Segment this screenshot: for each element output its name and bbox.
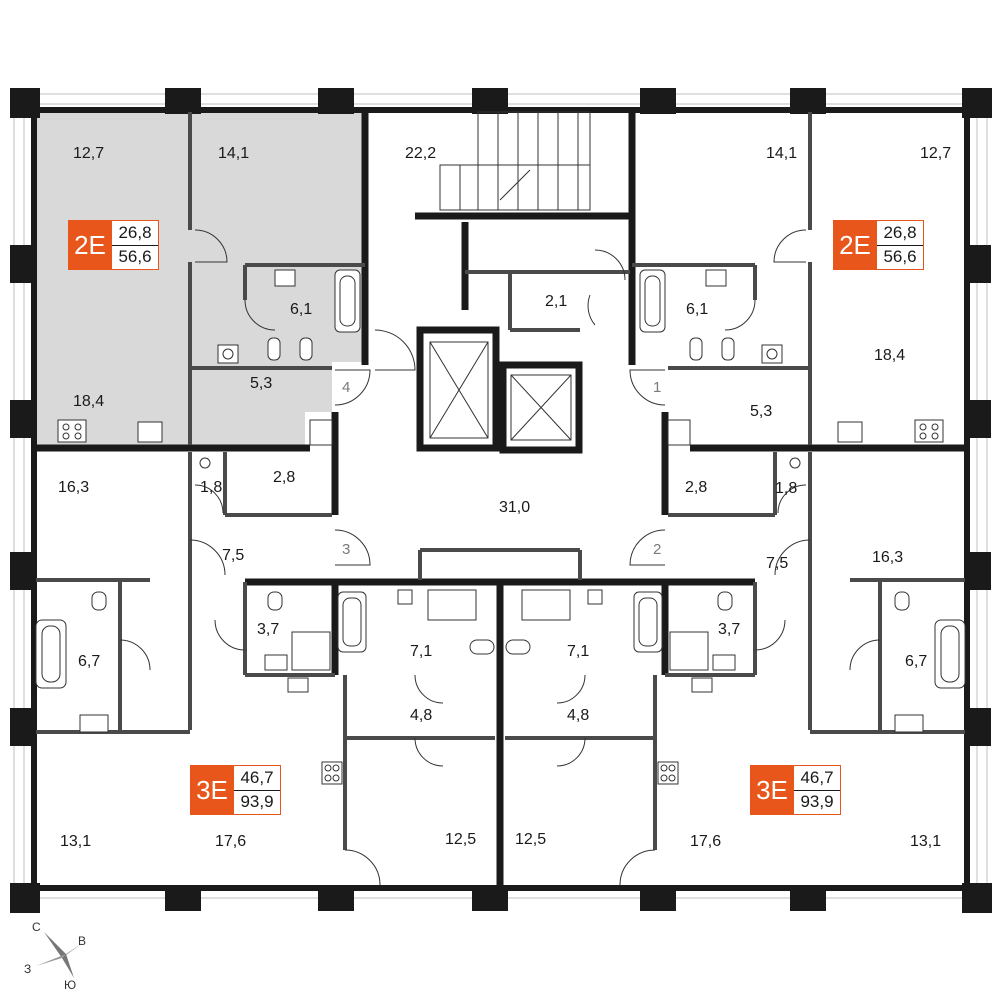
apartment-area-values: 46,7 93,9 (234, 765, 281, 815)
door-number: 4 (342, 379, 350, 396)
total-area: 56,6 (883, 247, 917, 267)
apartment-area-values: 26,8 56,6 (877, 220, 924, 270)
room-area-label: 13,1 (910, 833, 941, 850)
room-area-label: 17,6 (215, 833, 246, 850)
compass-north-label: С (32, 920, 41, 934)
room-area-label: 18,4 (73, 393, 104, 410)
apartment-type-code: 2E (833, 220, 877, 270)
room-area-label: 1,8 (200, 479, 222, 496)
room-area-label: 2,8 (273, 469, 295, 486)
fixtures (35, 269, 966, 785)
room-area-label: 12,5 (515, 831, 546, 848)
apartment-type-code: 3E (190, 765, 234, 815)
apartment-type-code: 3E (750, 765, 794, 815)
living-area: 26,8 (877, 221, 923, 246)
compass-south-label: Ю (64, 978, 77, 992)
room-area-label: 7,1 (410, 643, 432, 660)
room-area-label: 1,8 (775, 480, 797, 497)
room-area-label: 3,7 (257, 621, 279, 638)
room-area-label: 17,6 (690, 833, 721, 850)
columns (10, 88, 992, 913)
room-area-label: 7,5 (222, 547, 244, 564)
apartment-badge-right-2e[interactable]: 2E 26,8 56,6 (833, 220, 924, 270)
room-area-label: 12,7 (920, 145, 951, 162)
room-area-label: 12,5 (445, 831, 476, 848)
compass: С В З Ю (22, 918, 102, 996)
apartment-badge-left-3e[interactable]: 3E 46,7 93,9 (190, 765, 281, 815)
elevators (429, 341, 572, 441)
room-labels: 12,7 14,1 22,2 14,1 12,7 6,1 2,1 6,1 18,… (58, 145, 951, 850)
apartment-area-values: 26,8 56,6 (112, 220, 159, 270)
room-area-label: 13,1 (60, 833, 91, 850)
door-number: 1 (653, 379, 661, 396)
living-area: 26,8 (112, 221, 158, 246)
total-area: 93,9 (800, 792, 834, 812)
room-area-label: 5,3 (750, 403, 772, 420)
room-area-label: 18,4 (874, 347, 905, 364)
room-area-label: 12,7 (73, 145, 104, 162)
room-area-label: 16,3 (872, 549, 903, 566)
apartment-area-values: 46,7 93,9 (794, 765, 841, 815)
room-area-label: 6,1 (290, 301, 312, 318)
room-area-label: 2,8 (685, 479, 707, 496)
room-area-label: 7,5 (766, 555, 788, 572)
room-area-label: 4,8 (410, 707, 432, 724)
compass-west-label: З (24, 962, 32, 976)
highlighted-apartment-area (36, 112, 362, 445)
room-area-label: 16,3 (58, 479, 89, 496)
interior-walls (36, 112, 965, 885)
room-area-label: 7,1 (567, 643, 589, 660)
total-area: 93,9 (240, 792, 274, 812)
door-number: 3 (342, 541, 350, 558)
staircase (439, 111, 591, 211)
door-numbers: 4 1 3 2 (342, 379, 661, 558)
room-area-label: 6,7 (78, 653, 100, 670)
door-number: 2 (653, 541, 661, 558)
apartment-badge-left-2e[interactable]: 2E 26,8 56,6 (68, 220, 159, 270)
room-area-label: 5,3 (250, 375, 272, 392)
compass-east-label: В (78, 934, 87, 948)
apartment-badge-right-3e[interactable]: 3E 46,7 93,9 (750, 765, 841, 815)
living-area: 46,7 (234, 766, 280, 791)
room-area-label: 22,2 (405, 145, 436, 162)
total-area: 56,6 (118, 247, 152, 267)
room-area-label: 3,7 (718, 621, 740, 638)
doors (119, 229, 881, 886)
partitions (36, 112, 965, 850)
apartment-type-code: 2E (68, 220, 112, 270)
compass-rose-icon (36, 932, 84, 978)
room-area-label: 6,7 (905, 653, 927, 670)
room-area-label: 14,1 (766, 145, 797, 162)
room-area-label: 2,1 (545, 293, 567, 310)
living-area: 46,7 (794, 766, 840, 791)
room-area-label: 6,1 (686, 301, 708, 318)
room-area-label: 14,1 (218, 145, 249, 162)
room-area-label: 31,0 (499, 499, 530, 516)
room-area-label: 4,8 (567, 707, 589, 724)
